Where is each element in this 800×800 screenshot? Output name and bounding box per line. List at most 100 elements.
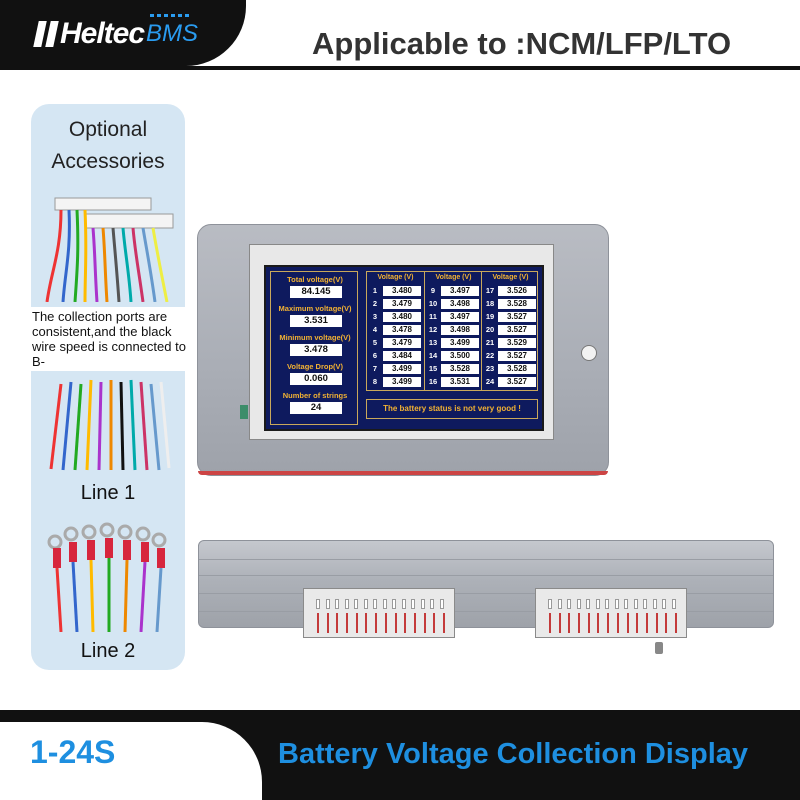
connector-pin — [595, 599, 600, 609]
connector-pin — [363, 599, 368, 609]
brand-suffix: BMS — [146, 20, 199, 47]
device-side-view — [198, 540, 774, 638]
cell-number: 1 — [372, 286, 378, 295]
cell-voltage: 3.497 — [441, 286, 479, 296]
connector-pin — [354, 599, 359, 609]
screw — [655, 642, 663, 654]
connector-pin — [671, 599, 676, 609]
connector-wire — [578, 613, 581, 633]
stat-value-min: 3.478 — [290, 344, 342, 356]
connector-wire — [636, 613, 639, 633]
connector-pin — [643, 599, 648, 609]
connector-pin — [439, 599, 444, 609]
cell-voltage: 3.529 — [498, 338, 536, 348]
connector-pin — [325, 599, 330, 609]
cell-voltage: 3.497 — [441, 312, 479, 322]
stat-label-min: Minimum voltage(V) — [279, 333, 351, 342]
connector-wire — [587, 613, 590, 633]
cell-voltage: 3.499 — [383, 364, 421, 374]
cell-voltage: 3.531 — [441, 377, 479, 387]
connector-pin — [401, 599, 406, 609]
connector-pin — [411, 599, 416, 609]
connector-wire — [423, 613, 426, 633]
cell-voltage: 3.498 — [441, 299, 479, 309]
cell-number: 20 — [485, 325, 495, 334]
stat-value-max: 3.531 — [290, 315, 342, 327]
brand-dots-decoration — [150, 14, 189, 17]
connector-wire — [665, 613, 668, 633]
cell-number: 6 — [372, 351, 378, 360]
connector-pin — [576, 599, 581, 609]
cell-number: 10 — [428, 299, 438, 308]
connector-pin — [548, 599, 552, 609]
applicable-text: Applicable to :NCM/LFP/LTO — [312, 26, 732, 61]
connector-wire — [645, 613, 648, 633]
cell-voltage: 3.480 — [383, 286, 421, 296]
cell-number: 24 — [485, 377, 495, 386]
brand-logo: Heltec BMS — [36, 14, 198, 54]
voltage-column-header: Voltage (V) — [492, 274, 529, 281]
connector-wire — [384, 613, 387, 633]
connector-pin — [624, 599, 629, 609]
connector-wire — [558, 613, 561, 633]
connector-pin — [420, 599, 425, 609]
connector-wire — [674, 613, 677, 633]
connector-pin — [633, 599, 638, 609]
connector-pin — [335, 599, 340, 609]
cell-number: 15 — [428, 364, 438, 373]
connector-pin — [586, 599, 591, 609]
connector-pin — [614, 599, 619, 609]
stat-label-max: Maximum voltage(V) — [278, 304, 352, 313]
brand-name: Heltec — [60, 17, 145, 50]
connector-pin — [557, 599, 562, 609]
line1-label: Line 1 — [80, 482, 136, 504]
line1-wires-image — [49, 379, 171, 471]
connector-pin — [662, 599, 667, 609]
cell-voltage: 3.484 — [383, 351, 421, 361]
accessories-panel: Optional Accessories The collection port… — [31, 104, 189, 670]
connector-wire — [568, 613, 571, 633]
connector-pin — [382, 599, 387, 609]
battery-status-message: The battery status is not very good ! — [366, 399, 538, 419]
cell-voltage: 3.528 — [498, 299, 536, 309]
display-device: Total voltage(V) 84.145 Maximum voltage(… — [197, 224, 609, 476]
accessories-note: The collection ports are consistent,and … — [31, 307, 189, 371]
connector-pin — [567, 599, 572, 609]
cell-number: 22 — [485, 351, 495, 360]
cell-voltage: 3.499 — [441, 338, 479, 348]
device-button[interactable] — [581, 345, 597, 361]
voltage-column-header: Voltage (V) — [435, 274, 472, 281]
stat-value-strings: 24 — [290, 402, 342, 414]
stat-value-total: 84.145 — [290, 286, 342, 298]
voltage-column-header: Voltage (V) — [377, 274, 414, 281]
cell-voltage: 3.527 — [498, 325, 536, 335]
cell-number: 9 — [430, 286, 436, 295]
accessories-title: Optional Accessories — [51, 118, 165, 173]
connector-wire — [365, 613, 368, 633]
stat-value-drop: 0.060 — [290, 373, 342, 385]
footer-title: Battery Voltage Collection Display — [278, 738, 749, 770]
cell-voltage: 3.480 — [383, 312, 421, 322]
cell-number: 8 — [372, 377, 378, 386]
cell-number: 13 — [428, 338, 438, 347]
cell-number: 19 — [485, 312, 495, 321]
device-accent-stripe — [198, 471, 608, 475]
connector-pin — [605, 599, 610, 609]
cell-number: 23 — [485, 364, 495, 373]
cell-number: 4 — [372, 325, 378, 334]
cell-number: 11 — [429, 312, 437, 321]
line2-terminals-image — [47, 522, 167, 632]
lcd-screen: Total voltage(V) 84.145 Maximum voltage(… — [264, 265, 544, 431]
cell-number: 5 — [372, 338, 378, 347]
cell-voltage: 3.528 — [498, 364, 536, 374]
cell-number: 16 — [428, 377, 438, 386]
cell-voltage: 3.527 — [498, 377, 536, 387]
connector-pin — [652, 599, 657, 609]
connector-pin — [316, 599, 320, 609]
cell-number: 7 — [372, 364, 378, 373]
cell-number: 12 — [428, 325, 438, 334]
connector-wire — [413, 613, 416, 633]
